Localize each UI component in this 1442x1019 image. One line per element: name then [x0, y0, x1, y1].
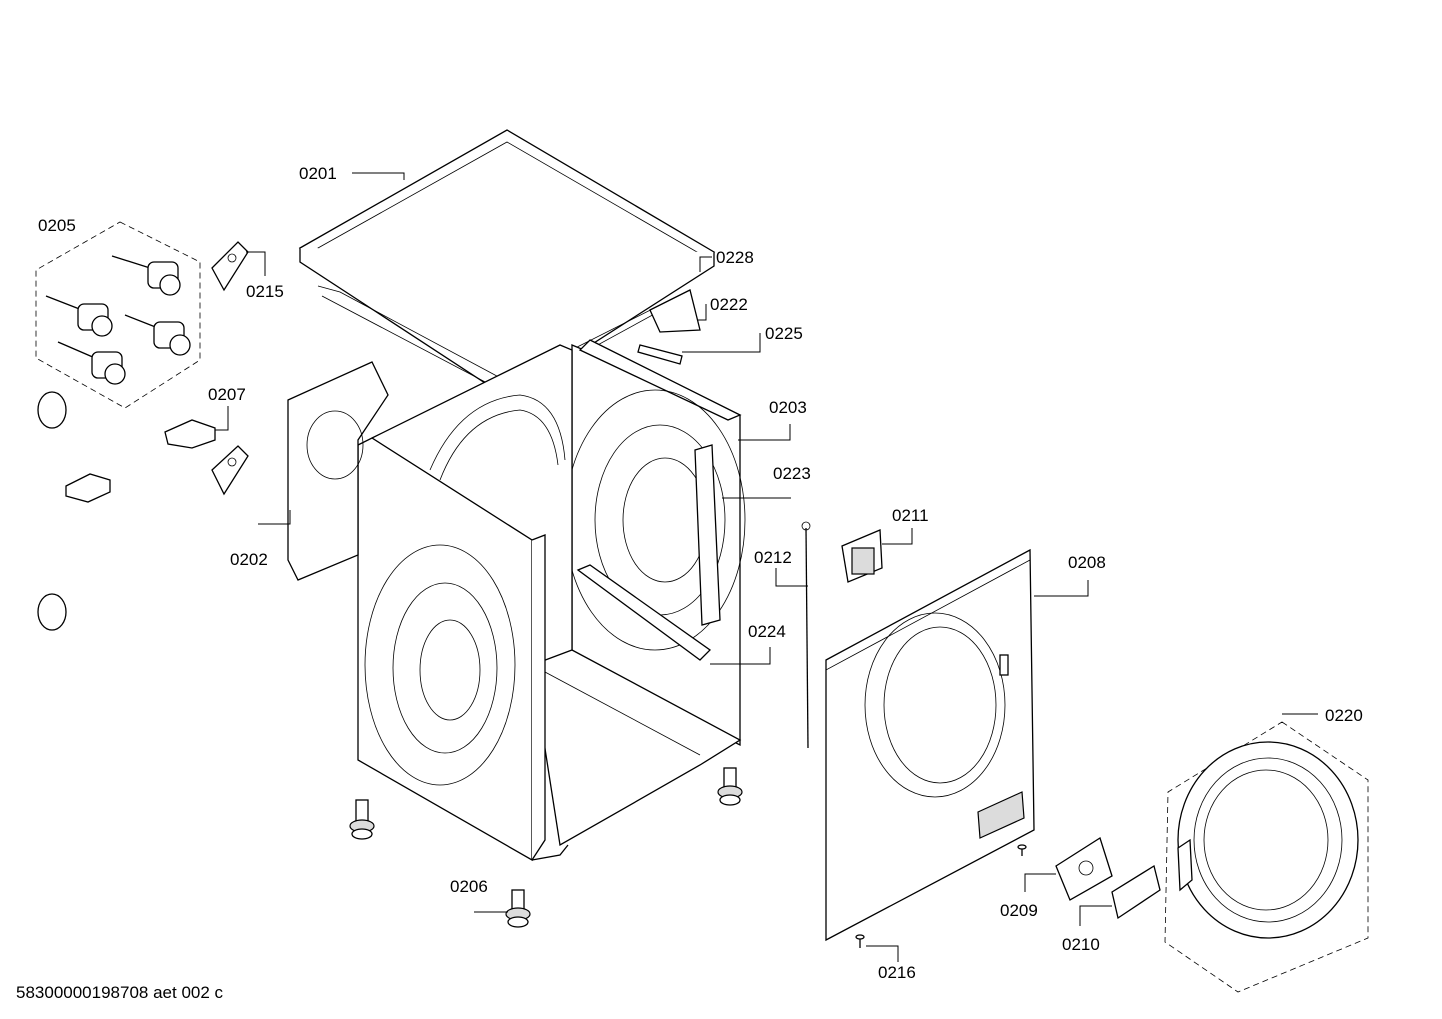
- label-0225: 0225: [765, 324, 803, 343]
- label-0212: 0212: [754, 548, 792, 567]
- bracket-0223-part: [694, 444, 721, 626]
- label-0224: 0224: [748, 622, 786, 641]
- label-0206: 0206: [450, 877, 488, 896]
- label-0203: 0203: [769, 398, 807, 417]
- hinge-cap-lower: [211, 445, 249, 496]
- clip-lower-left: [65, 473, 111, 503]
- document-code: 58300000198708 aet 002 c: [16, 983, 224, 1002]
- clip-0207: [164, 419, 216, 449]
- door-assembly-part: [1164, 721, 1369, 993]
- door-lock-part: [1055, 836, 1113, 901]
- bracket-0222-part: [649, 289, 701, 333]
- label-0202: 0202: [230, 550, 268, 569]
- screw-0216-part: [855, 934, 865, 948]
- label-0222: 0222: [710, 295, 748, 314]
- label-0228: 0228: [716, 248, 754, 267]
- bracket-0225-part: [637, 344, 683, 365]
- screw-anchor-2: [45, 295, 113, 337]
- lock-cover-part: [1111, 864, 1161, 920]
- cap-left-1: [37, 391, 67, 429]
- leader-lines: [215, 172, 1318, 962]
- screw-upper-part: [1017, 844, 1027, 856]
- front-panel-part: [825, 548, 1035, 942]
- screw-anchor-1: [111, 255, 181, 296]
- parts-set-0205: [35, 221, 201, 409]
- label-0201: 0201: [299, 164, 337, 183]
- part-labels: 0201 0205 0215 0228 0222 0225 0207 0203 …: [38, 164, 1363, 982]
- label-0205: 0205: [38, 216, 76, 235]
- label-0211: 0211: [892, 506, 929, 525]
- label-0215: 0215: [246, 282, 284, 301]
- bracket-0224-part: [576, 564, 712, 661]
- cap-left-2: [37, 593, 67, 631]
- label-0210: 0210: [1062, 935, 1100, 954]
- foot-part: [505, 889, 531, 928]
- cabinet-foot-right: [717, 767, 743, 806]
- cabinet-housing-part: [349, 339, 746, 862]
- rear-panel-seal-part: [287, 361, 389, 581]
- screw-anchor-4: [57, 341, 126, 385]
- label-0207: 0207: [208, 385, 246, 404]
- screw-anchor-3: [124, 314, 191, 356]
- label-0223: 0223: [773, 464, 811, 483]
- label-0209: 0209: [1000, 901, 1038, 920]
- label-0208: 0208: [1068, 553, 1106, 572]
- hinge-cap-0215: [211, 241, 249, 292]
- label-0216: 0216: [878, 963, 916, 982]
- label-0220: 0220: [1325, 706, 1363, 725]
- rod-part: [801, 521, 811, 749]
- module-box-part: [841, 529, 883, 583]
- cabinet-foot-left: [349, 799, 375, 840]
- top-cover-part: [298, 129, 716, 399]
